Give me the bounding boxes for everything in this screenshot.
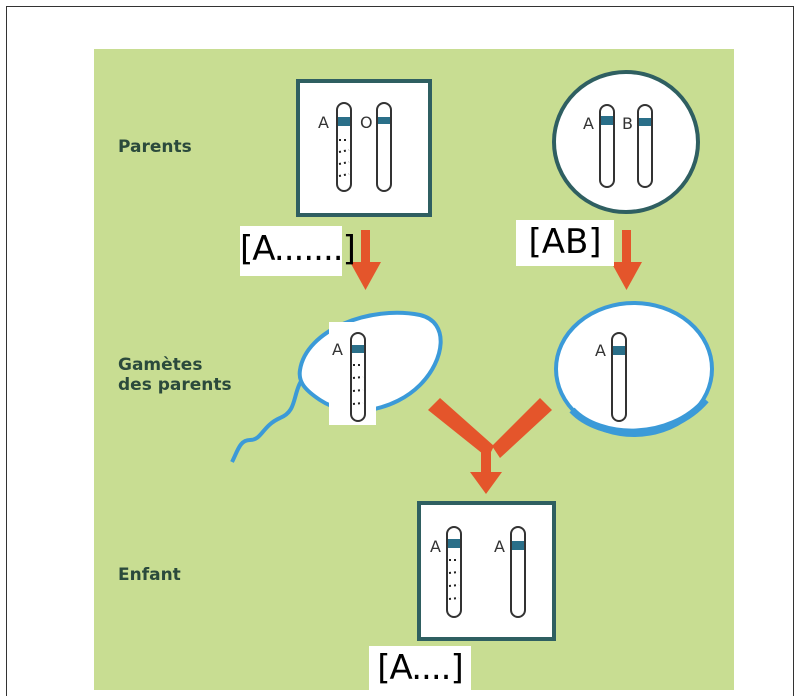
allele-gamete-left: A: [332, 340, 343, 359]
chromosome-gamete-right-a: [611, 332, 627, 422]
allele-parent-right-1: A: [583, 114, 594, 133]
chromosome-enfant-a1: [446, 526, 462, 618]
allele-gamete-right: A: [595, 341, 606, 360]
chromosome-parent-right-b: [637, 104, 653, 188]
allele-parent-left-2: O: [360, 113, 373, 132]
allele-enfant-1: A: [430, 537, 441, 556]
allele-parent-left-1: A: [318, 113, 329, 132]
chromosome-parent-right-a: [599, 104, 615, 188]
phenotype-parent-left: [A.......]: [240, 226, 356, 276]
parent-left-cell: [296, 79, 432, 217]
chromosome-enfant-a2: [510, 526, 526, 618]
label-gametes: Gamètes des parents: [118, 355, 232, 395]
sperm-tail: [230, 370, 310, 463]
arrow-parent-right: [611, 230, 642, 290]
chromosome-parent-left-a: [336, 102, 352, 192]
chromosome-parent-left-o: [376, 102, 392, 192]
parent-right-cell: [552, 70, 700, 214]
fertilization-arrow: [428, 398, 552, 494]
figure-frame: [6, 6, 794, 696]
chromosome-gamete-left-a: [350, 332, 366, 422]
enfant-cell: [417, 501, 556, 641]
allele-parent-right-2: B: [622, 114, 633, 133]
label-parents: Parents: [118, 137, 192, 157]
label-enfant: Enfant: [118, 565, 181, 585]
phenotype-enfant: [A....]: [369, 646, 471, 690]
phenotype-parent-right: [AB]: [516, 220, 614, 266]
arrow-parent-left: [350, 230, 381, 290]
allele-enfant-2: A: [494, 537, 505, 556]
oocyte-rim: [569, 397, 709, 436]
